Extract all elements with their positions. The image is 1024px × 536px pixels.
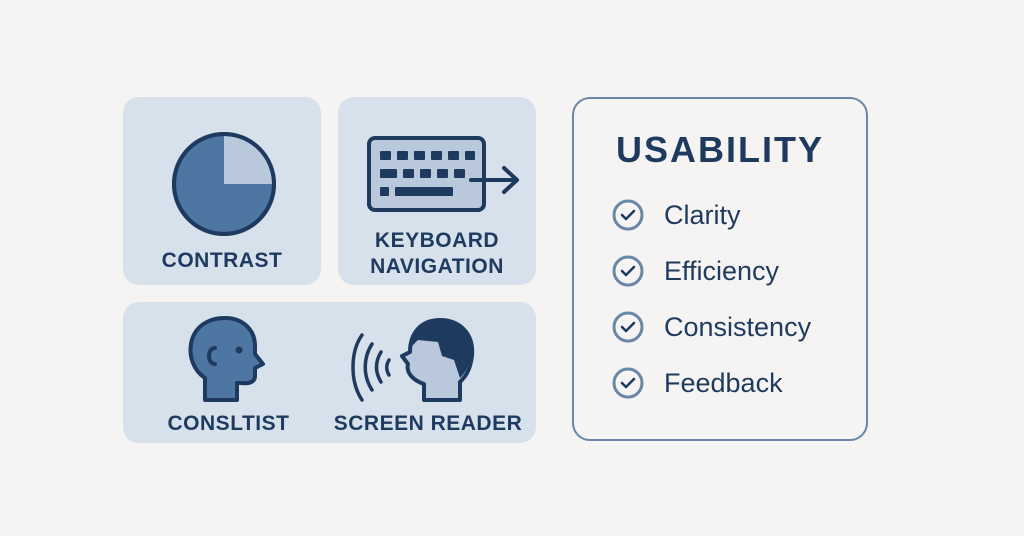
- item-label: Consistency: [664, 311, 812, 342]
- check-circle-icon: [612, 199, 644, 231]
- consltist-label: CONSLTIST: [167, 412, 290, 435]
- list-item-consistency: Consistency: [612, 311, 811, 343]
- check-circle-icon: [612, 367, 644, 399]
- usability-panel: USABILITY Clarity Efficiency Consistency…: [572, 97, 868, 441]
- head-profile-icon: [188, 316, 265, 402]
- usability-title: USABILITY: [615, 129, 824, 170]
- list-item-feedback: Feedback: [612, 367, 783, 399]
- sound-waves-icon: [351, 333, 391, 402]
- screen-reader-label: SCREEN READER: [333, 412, 523, 435]
- keyboard-label-line1: KEYBOARD: [374, 229, 500, 252]
- list-item-clarity: Clarity: [612, 199, 741, 231]
- item-label: Efficiency: [664, 255, 780, 286]
- keyboard-label-line2: NAVIGATION: [370, 255, 504, 278]
- check-circle-icon: [612, 311, 644, 343]
- bottom-tile: CONSLTIST SCREEN READER: [123, 302, 536, 443]
- item-label: Feedback: [664, 367, 783, 398]
- speaking-head-icon: [400, 318, 475, 402]
- pie-contrast-icon: [172, 132, 276, 236]
- contrast-label: CONTRAST: [161, 249, 283, 272]
- list-item-efficiency: Efficiency: [612, 255, 779, 287]
- check-circle-icon: [612, 255, 644, 287]
- item-label: Clarity: [664, 199, 741, 230]
- keyboard-arrow-icon: [367, 136, 519, 212]
- keyboard-navigation-tile: KEYBOARD NAVIGATION: [338, 97, 536, 285]
- contrast-tile: CONTRAST: [123, 97, 321, 285]
